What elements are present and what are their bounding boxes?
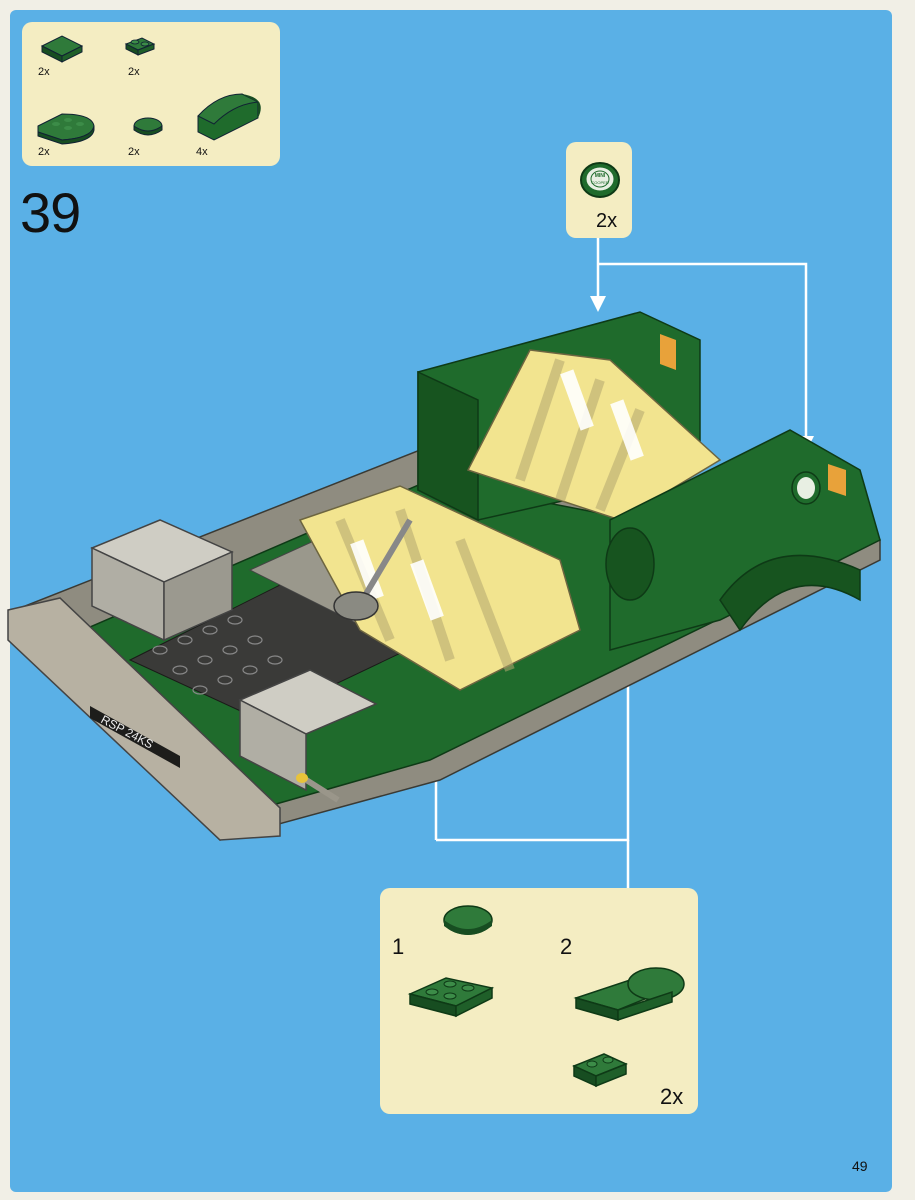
page-number: 49 <box>852 1158 868 1174</box>
svg-text:COOPER: COOPER <box>591 180 608 185</box>
model-emblem-icon <box>791 471 821 505</box>
round-emblem-tile-icon: MINI COOPER <box>580 162 620 198</box>
steering-wheel <box>333 518 413 621</box>
dark-green-plate-1x2-icon <box>124 37 156 56</box>
sub-step-2-number: 2 <box>560 934 573 959</box>
front-axle <box>296 773 340 803</box>
part-qty-3: 2x <box>38 146 50 158</box>
sub-assembly-callout <box>380 888 698 1114</box>
sub-assembly-qty: 2x <box>660 1084 684 1109</box>
parts-list-callout: 2x 2x 2x 2x 4x <box>22 22 280 166</box>
part-qty-1: 2x <box>38 66 50 78</box>
sub-assembly-drawings <box>407 905 685 1088</box>
grey-engine-blocks <box>90 519 378 792</box>
dark-green-round-tile-icon <box>133 117 163 136</box>
step-number: 39 <box>20 181 81 244</box>
parts-list-drawings <box>37 35 261 145</box>
badge-callout: MINI COOPER <box>566 142 632 238</box>
part-qty-2: 2x <box>128 66 140 78</box>
stud-grid <box>152 615 283 695</box>
badge-qty: 2x <box>596 210 618 232</box>
part-qty-5: 4x <box>196 146 208 158</box>
sub-step-1-number: 1 <box>392 934 405 959</box>
combined-piece-icon <box>573 967 685 1022</box>
plate-1x2-piece-icon <box>572 1053 628 1088</box>
yellow-seats <box>298 349 722 691</box>
svg-text:MINI: MINI <box>595 173 606 179</box>
part-qty-4: 2x <box>128 146 140 158</box>
round-tile-piece-icon <box>443 905 493 935</box>
dark-green-round-plate-icon <box>37 113 95 145</box>
dark-green-curved-slope-icon <box>197 93 261 141</box>
badge-drawing: MINI COOPER <box>580 162 620 198</box>
dark-green-plate-2x2-icon <box>40 35 84 63</box>
round-plate-piece-icon <box>407 977 495 1018</box>
